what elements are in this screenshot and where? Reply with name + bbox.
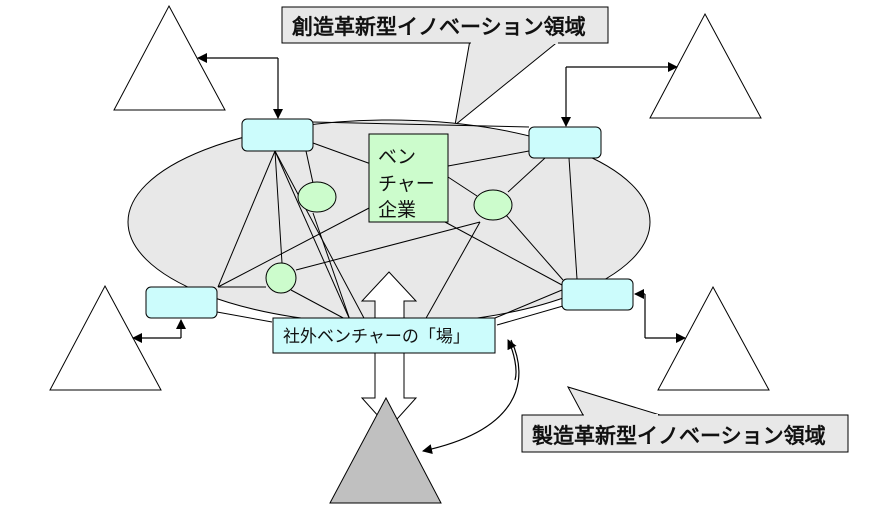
node-circle-1 [297, 181, 337, 213]
callout-creative-innovation: 創造革新型イノベーション領域 [281, 6, 609, 44]
field-label: 社外ベンチャーの「場」 [283, 327, 470, 347]
external-venture-field: 社外ベンチャーの「場」 [272, 317, 496, 354]
partner-triangle-top-right [649, 12, 762, 119]
node-circle-3 [473, 189, 513, 221]
node-box-bottom-left [145, 286, 218, 319]
node-box-top-left [241, 118, 314, 152]
callout-manufacturing-innovation: 製造革新型イノベーション領域 [521, 386, 849, 453]
node-box-bottom-right [561, 278, 634, 311]
network-lines [216, 121, 578, 326]
callout-creative-label: 創造革新型イノベーション領域 [292, 15, 586, 39]
node-box-top-right [528, 126, 602, 159]
callout-top-pointer [454, 39, 562, 127]
venture-company-box: ベン チャー 企業 [368, 133, 449, 223]
callout-manufacturing-label: 製造革新型イノベーション領域 [531, 424, 826, 448]
company-triangle [329, 396, 442, 504]
venture-label-line-3: 企業 [378, 199, 416, 221]
connector-arrows [132, 53, 686, 454]
venture-label-line-1: ベン [378, 146, 416, 168]
venture-label-line-2: チャー [378, 173, 435, 195]
node-circle-2 [265, 262, 297, 294]
